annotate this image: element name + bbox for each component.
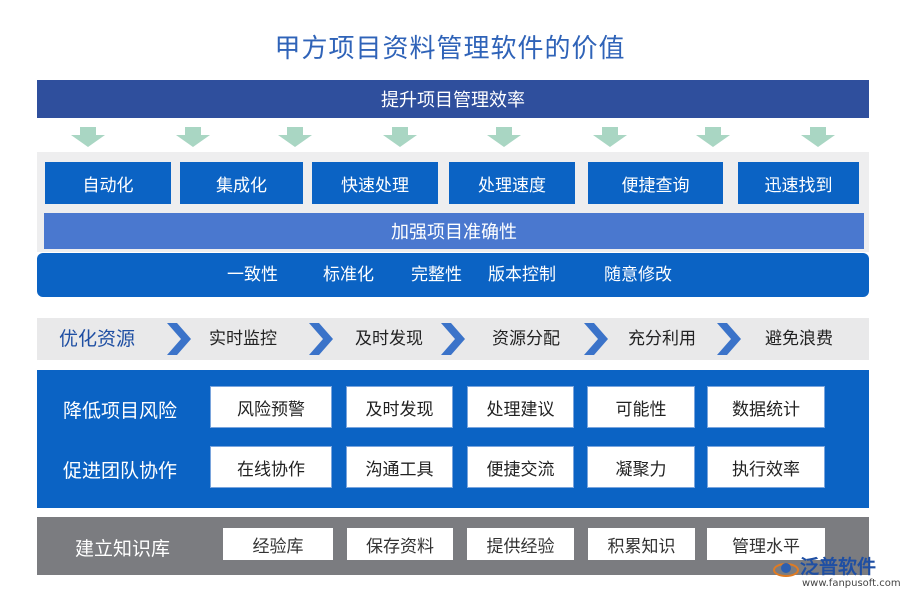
knowledge-item: 管理水平 <box>707 528 825 560</box>
collab-label: 促进团队协作 <box>63 460 178 482</box>
risk-item: 风险预警 <box>210 386 332 428</box>
collab-item: 沟通工具 <box>346 446 453 488</box>
collab-item: 执行效率 <box>707 446 825 488</box>
flow-step: 充分利用 <box>628 329 696 349</box>
flow-step: 及时发现 <box>355 329 423 349</box>
accuracy-item: 一致性 <box>227 265 278 285</box>
arrow-down-icon <box>696 127 730 147</box>
diagram-title: 甲方项目资料管理软件的价值 <box>274 34 626 64</box>
optimize-flow: 优化资源 实时监控 及时发现 资源分配 充分利用 避免浪费 <box>37 318 869 360</box>
chevron-right-icon <box>717 323 741 355</box>
logo-icon <box>773 563 799 577</box>
flow-step: 实时监控 <box>209 329 277 349</box>
arrow-down-icon <box>71 127 105 147</box>
knowledge-panel: 建立知识库 经验库 保存资料 提供经验 积累知识 管理水平 <box>37 517 869 575</box>
collab-item: 便捷交流 <box>467 446 574 488</box>
risk-collab-panel: 降低项目风险 风险预警 及时发现 处理建议 可能性 数据统计 促进团队协作 在线… <box>37 370 869 508</box>
efficiency-box: 迅速找到 <box>738 162 859 204</box>
efficiency-box: 集成化 <box>180 162 303 204</box>
accuracy-item: 完整性 <box>411 265 462 285</box>
accuracy-band: 加强项目准确性 <box>44 213 864 249</box>
accuracy-item: 标准化 <box>323 265 374 285</box>
flow-step: 资源分配 <box>492 329 560 349</box>
brand-logo: 泛普软件 www.fanpusoft.com <box>768 550 900 596</box>
efficiency-box: 快速处理 <box>312 162 438 204</box>
arrow-down-icon <box>593 127 627 147</box>
logo-name: 泛普软件 <box>800 556 877 578</box>
chevron-right-icon <box>167 323 191 355</box>
arrow-down-icon <box>383 127 417 147</box>
efficiency-band: 提升项目管理效率 <box>37 80 869 118</box>
risk-item: 可能性 <box>587 386 695 428</box>
efficiency-box: 自动化 <box>45 162 171 204</box>
arrow-down-icon <box>176 127 210 147</box>
knowledge-item: 积累知识 <box>588 528 695 560</box>
accuracy-item: 版本控制 <box>488 265 556 285</box>
risk-label: 降低项目风险 <box>63 400 178 422</box>
accuracy-panel: 一致性 标准化 完整性 版本控制 随意修改 <box>37 253 869 297</box>
risk-item: 及时发现 <box>346 386 453 428</box>
chevron-right-icon <box>441 323 465 355</box>
risk-item: 数据统计 <box>707 386 825 428</box>
risk-item: 处理建议 <box>467 386 574 428</box>
efficiency-box: 处理速度 <box>449 162 575 204</box>
knowledge-label: 建立知识库 <box>75 538 171 560</box>
knowledge-item: 提供经验 <box>467 528 574 560</box>
accuracy-item: 随意修改 <box>604 265 672 285</box>
chevron-right-icon <box>584 323 608 355</box>
flow-step: 避免浪费 <box>765 329 833 349</box>
arrow-down-icon <box>801 127 835 147</box>
chevron-right-icon <box>309 323 333 355</box>
arrow-down-icon <box>487 127 521 147</box>
logo-url: www.fanpusoft.com <box>802 578 900 589</box>
knowledge-item: 经验库 <box>223 528 333 560</box>
optimize-label: 优化资源 <box>59 328 136 350</box>
collab-item: 凝聚力 <box>587 446 695 488</box>
arrow-down-icon <box>278 127 312 147</box>
collab-item: 在线协作 <box>210 446 332 488</box>
efficiency-box: 便捷查询 <box>588 162 723 204</box>
knowledge-item: 保存资料 <box>347 528 453 560</box>
